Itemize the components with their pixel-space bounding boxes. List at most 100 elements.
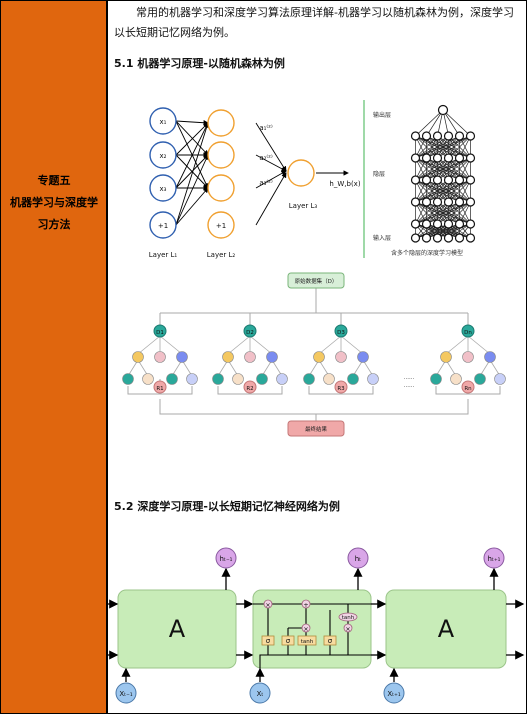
neural-network-diagram: x₁ x₂ x₃ +1 +1 a₁⁽²⁾ a₂⁽²⁾ a₃⁽²⁾ h_W,b(x…	[149, 107, 361, 259]
hidden-layer-label: 隐层	[373, 170, 385, 178]
deep-neuron	[421, 153, 432, 163]
layer-l3-label: Layer L₃	[289, 202, 318, 210]
rf-leaf-node	[367, 373, 379, 385]
rf-split-node	[222, 351, 234, 363]
lstm-x-prev: Xₜ₋₁	[119, 690, 133, 698]
rf-split-node	[440, 351, 452, 363]
rf-split-node	[176, 351, 188, 363]
rf-root-label: 原始数据集（D）	[295, 277, 338, 285]
rf-result-node	[243, 380, 257, 394]
deep-neuron	[410, 131, 421, 141]
rf-d1: D1	[156, 330, 164, 336]
lstm-cell-a-right: A	[438, 615, 455, 643]
output-label: h_W,b(x)	[329, 180, 360, 188]
deep-neuron	[454, 219, 465, 229]
deep-neuron	[410, 197, 421, 207]
activation-a1: a₁⁽²⁾	[259, 124, 273, 132]
deep-neuron	[410, 219, 421, 229]
input-node-x2: x₂	[160, 152, 167, 160]
deep-neuron	[421, 197, 432, 207]
rf-result-node	[334, 380, 348, 394]
section2-heading: 5.2 深度学习原理-以长短期记忆神经网络为例	[114, 500, 340, 513]
rf-r3: R3	[337, 386, 345, 392]
rf-leaf-node	[232, 373, 244, 385]
random-forest-diagram: 原始数据集（D） 最终结果 ...... ...... D1 D2 D3 Dn …	[122, 272, 506, 437]
sidebar: 专题五 机器学习与深度学 习方法	[0, 0, 108, 714]
activation-a2: a₂⁽²⁾	[259, 154, 273, 162]
rf-leaf-node	[430, 373, 442, 385]
lstm-output-tanh: tanh	[342, 615, 355, 621]
rf-leaf-node	[256, 373, 268, 385]
deep-neuron	[454, 131, 465, 141]
lstm-h-next: hₜ₊₁	[487, 555, 500, 563]
rf-leaf-node	[212, 373, 224, 385]
deep-neuron	[443, 197, 454, 207]
deep-neuron	[421, 233, 432, 243]
rf-split-node	[266, 351, 278, 363]
deep-neuron	[437, 104, 449, 116]
rf-leaf-node	[323, 373, 335, 385]
rf-leaf-node	[494, 373, 506, 385]
deep-neuron	[432, 175, 443, 185]
lstm-cell-a-left: A	[169, 615, 186, 643]
deep-neuron	[443, 233, 454, 243]
deep-neuron	[454, 197, 465, 207]
rf-final-label: 最终结果	[305, 425, 328, 433]
rf-leaf-node	[450, 373, 462, 385]
deep-neuron	[410, 153, 421, 163]
sidebar-title: 专题五 机器学习与深度学 习方法	[4, 170, 104, 236]
deep-model-caption: 含多个隐层的深度学习模型	[391, 249, 463, 257]
deep-neuron	[465, 153, 476, 163]
deep-neuron	[443, 153, 454, 163]
rf-leaf-node	[142, 373, 154, 385]
deep-neuron	[432, 131, 443, 141]
rf-ellipsis-2: ......	[404, 383, 415, 389]
layer-l2-label: Layer L₂	[207, 251, 236, 259]
rf-rn: Rn	[464, 386, 472, 392]
rf-bootstrap-node	[334, 324, 348, 338]
rf-leaf-node	[347, 373, 359, 385]
rf-bootstrap-node	[461, 324, 475, 338]
deep-neuron	[432, 219, 443, 229]
lstm-candidate-tanh: tanh	[301, 639, 314, 645]
layer-l1-label: Layer L₁	[149, 251, 178, 259]
activation-a3: a₃⁽²⁾	[259, 179, 273, 187]
lstm-diagram: A A hₜ₋₁ hₜ hₜ₊₁ Xₜ₋₁ Xₜ Xₜ₊₁ σ σ tanh σ…	[108, 547, 525, 704]
rf-split-node	[335, 351, 347, 363]
rf-split-node	[154, 351, 166, 363]
deep-neuron	[410, 233, 421, 243]
input-node-x1: x₁	[160, 118, 167, 126]
rf-ellipsis-1: ......	[404, 375, 415, 381]
lstm-multiply-1: ×	[265, 601, 270, 609]
input-bias-node: +1	[158, 222, 168, 230]
deep-neuron	[454, 153, 465, 163]
rf-leaf-node	[122, 373, 134, 385]
lstm-forget-gate: σ	[266, 637, 271, 645]
deep-neuron	[465, 197, 476, 207]
deep-neuron	[465, 219, 476, 229]
deep-neuron	[454, 233, 465, 243]
lstm-input-gate: σ	[286, 637, 291, 645]
deep-neuron	[421, 175, 432, 185]
rf-split-node	[357, 351, 369, 363]
rf-split-node	[132, 351, 144, 363]
deep-neuron	[421, 219, 432, 229]
sidebar-title-line1: 专题五	[37, 174, 71, 187]
rf-leaf-node	[166, 373, 178, 385]
main-content: 常用的机器学习和深度学习算法原理详解-机器学习以随机森林为例，深度学习以长短期记…	[108, 0, 527, 714]
rf-r2: R2	[246, 386, 253, 392]
lstm-add: +	[303, 601, 308, 609]
lstm-output-gate: σ	[328, 637, 333, 645]
deep-neuron	[465, 175, 476, 185]
rf-split-node	[313, 351, 325, 363]
section1-heading: 5.1 机器学习原理-以随机森林为例	[114, 57, 285, 70]
sidebar-title-line3: 习方法	[37, 218, 71, 231]
lstm-x-next: Xₜ₊₁	[387, 690, 401, 698]
deep-neuron	[443, 131, 454, 141]
input-layer-label: 输入层	[373, 234, 391, 242]
sidebar-title-line2: 机器学习与深度学	[10, 196, 98, 209]
rf-leaf-node	[276, 373, 288, 385]
lstm-multiply-3: ×	[345, 625, 350, 633]
rf-bootstrap-node	[243, 324, 257, 338]
deep-neuron	[465, 131, 476, 141]
